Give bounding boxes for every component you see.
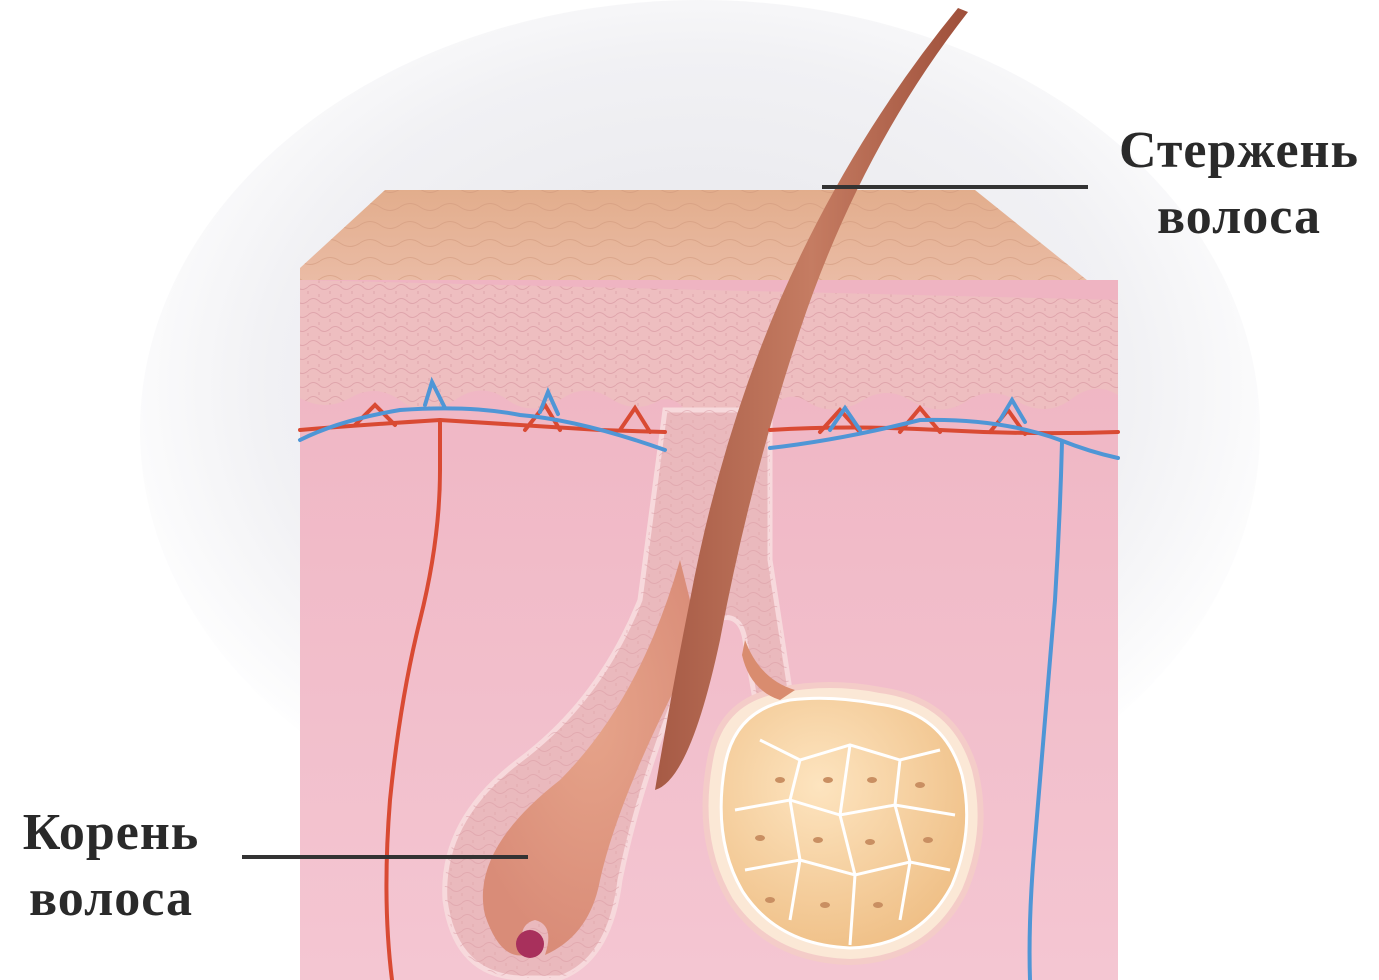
hair-root-label-line1: Корень: [6, 800, 216, 866]
hair-shaft-label: Стержень волоса: [1100, 118, 1378, 250]
hair-root-label: Корень волоса: [6, 800, 216, 932]
hair-shaft-label-line2: волоса: [1100, 184, 1378, 250]
hair-shaft-label-line1: Стержень: [1100, 118, 1378, 184]
dermal-papilla: [516, 930, 544, 958]
hair-root-label-line2: волоса: [6, 866, 216, 932]
